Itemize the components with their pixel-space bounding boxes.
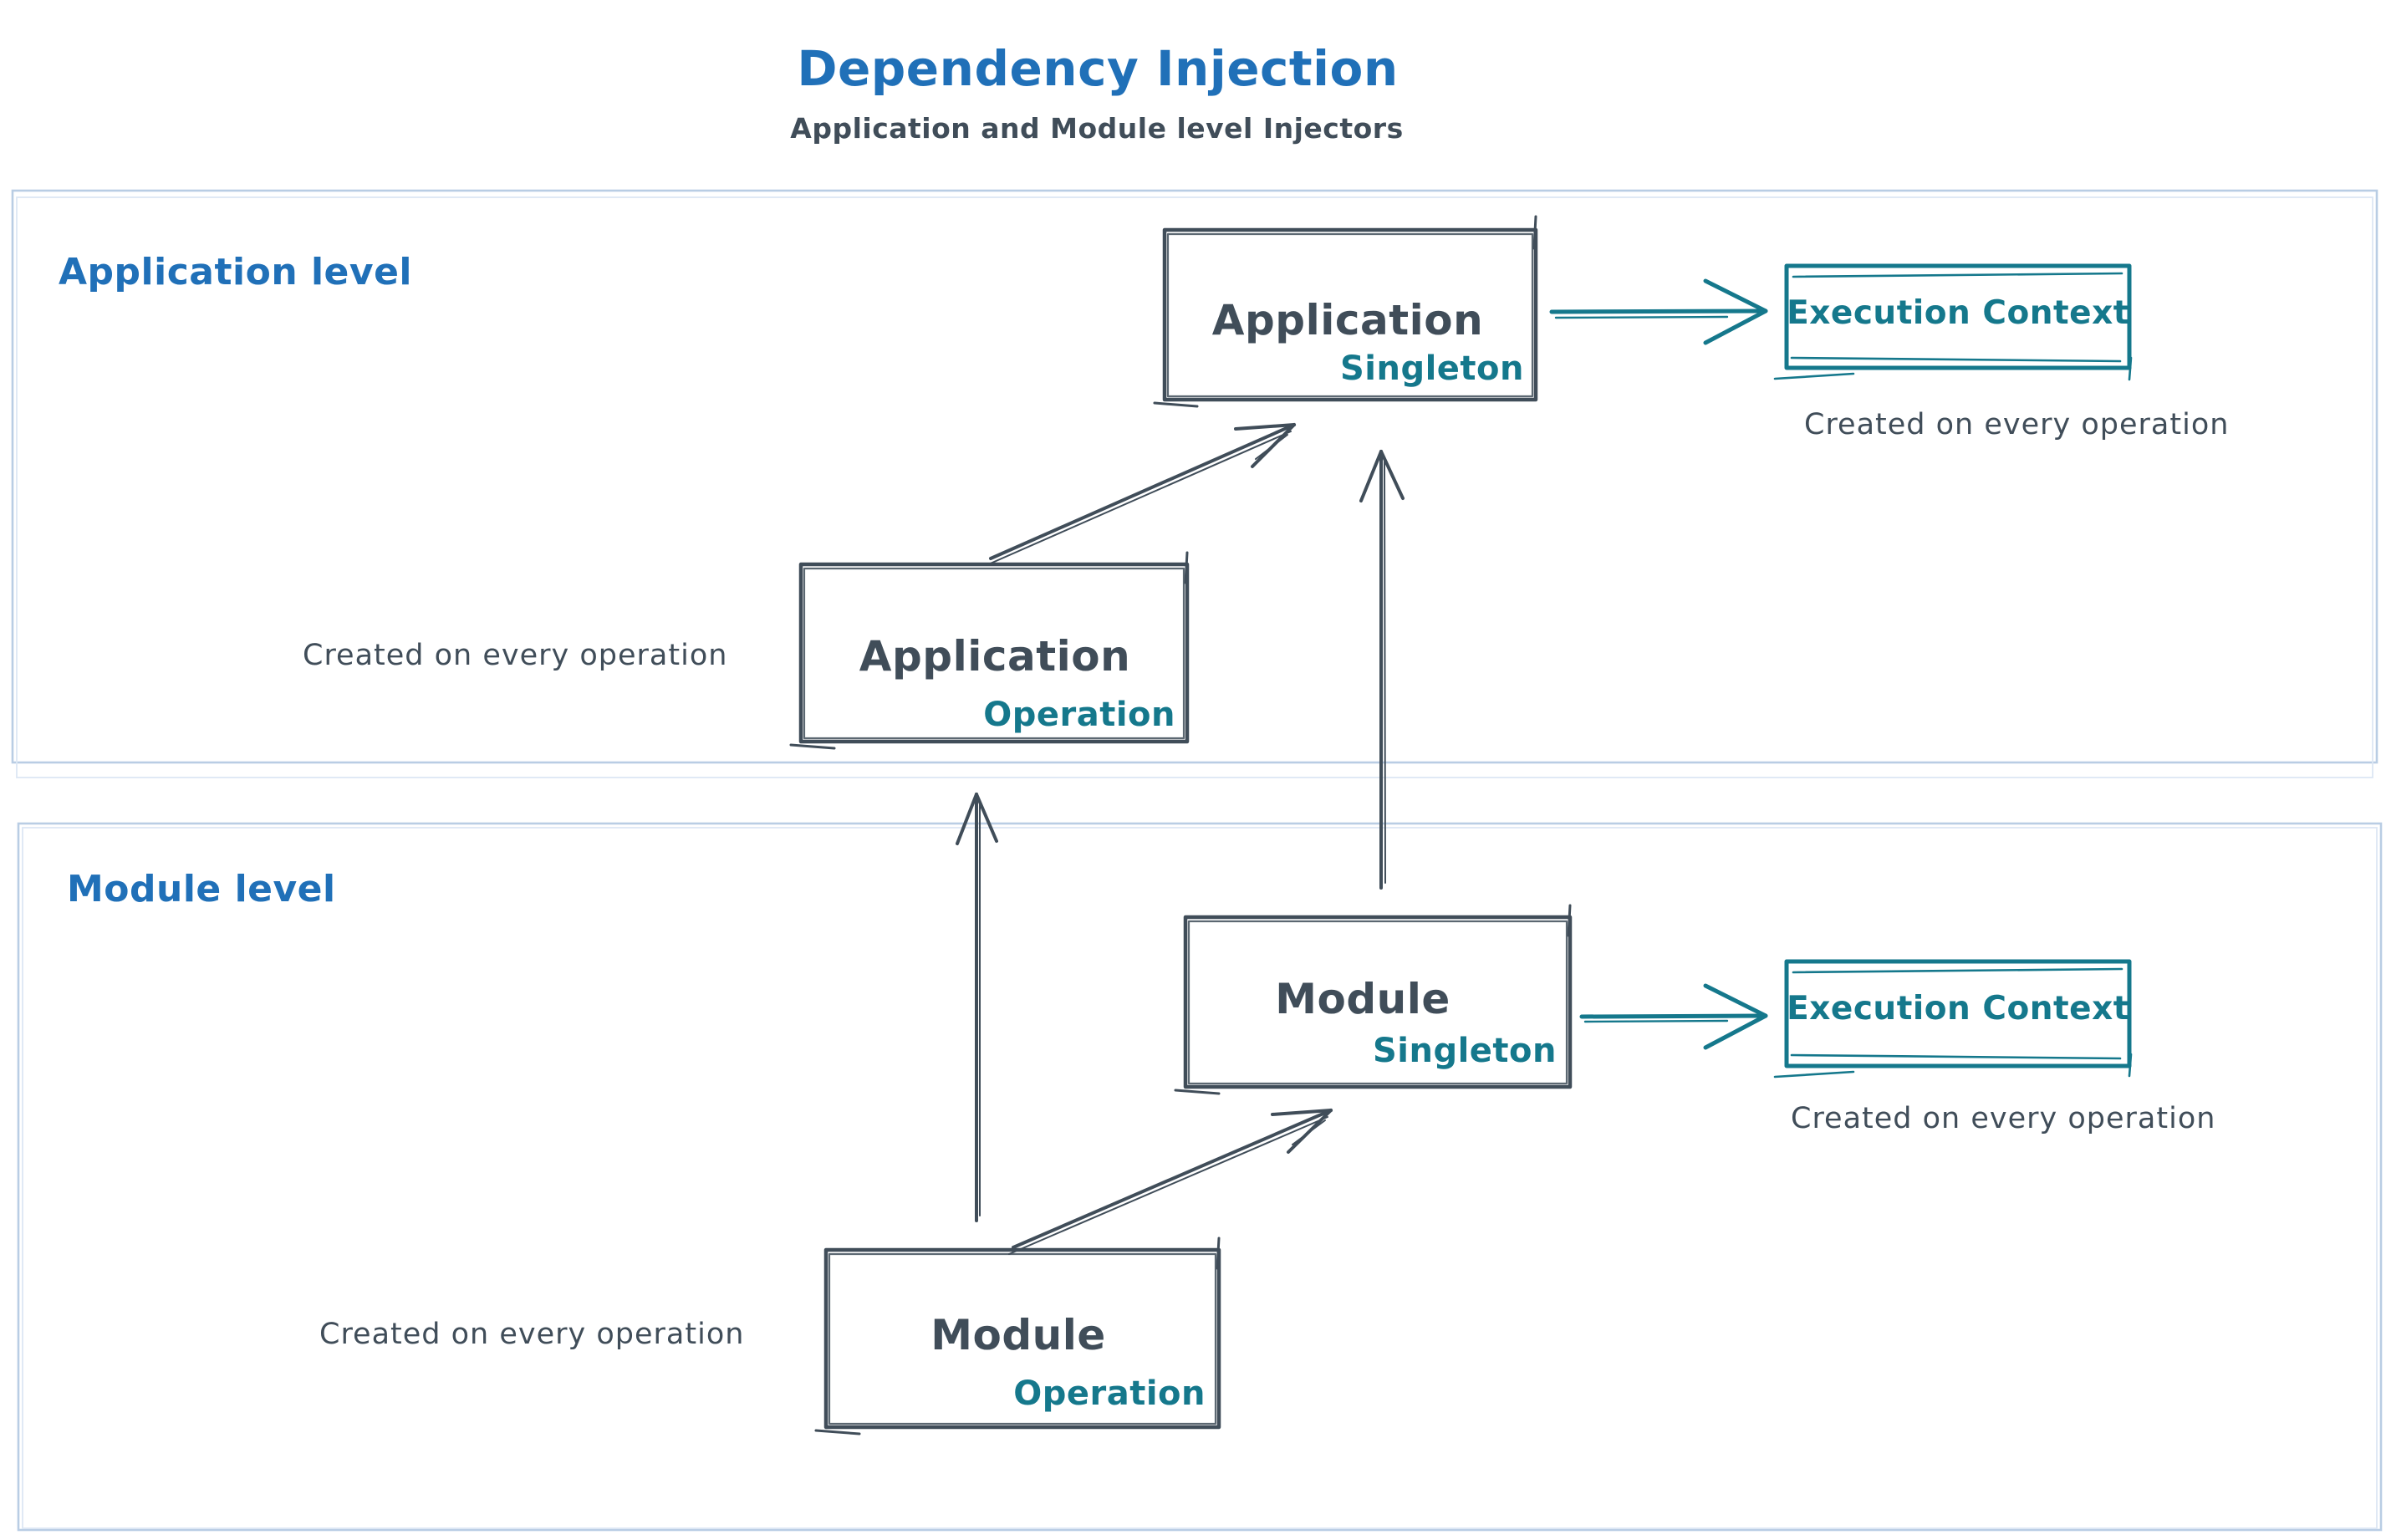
app-operation-tag: Operation [983, 696, 1175, 734]
module-operation-tag: Operation [1013, 1374, 1206, 1413]
app-operation-name: Application [859, 632, 1131, 681]
module-singleton-box [1174, 904, 1573, 1095]
module-execution-context-label: Execution Context [1787, 990, 2129, 1028]
arrow-module-operation-to-app-operation [956, 793, 998, 1222]
module-section-frame [17, 822, 2383, 1532]
app-singleton-box [1153, 215, 1538, 408]
app-operation-box [789, 551, 1190, 750]
app-singleton-tag: Singleton [1339, 349, 1524, 388]
arrow-app-operation-to-app-singleton [986, 423, 1296, 566]
arrow-module-singleton-to-execution-context [1579, 983, 1768, 1050]
page-subtitle: Application and Module level Injectors [790, 112, 1404, 145]
arrow-module-singleton-to-app-singleton [1359, 450, 1405, 890]
module-operation-name: Module [930, 1311, 1106, 1359]
app-operation-caption: Created on every operation [303, 639, 728, 672]
page-title: Dependency Injection [797, 40, 1399, 97]
app-execution-caption: Created on every operation [1804, 408, 2230, 441]
module-level-label: Module level [67, 868, 336, 910]
module-operation-caption: Created on every operation [319, 1318, 745, 1351]
module-singleton-tag: Singleton [1372, 1032, 1557, 1070]
app-execution-context-box [1773, 263, 2133, 381]
module-operation-box [814, 1237, 1221, 1435]
arrow-module-operation-to-module-singleton [1008, 1109, 1333, 1255]
module-singleton-name: Module [1275, 975, 1450, 1023]
application-section-frame [11, 189, 2378, 778]
module-execution-context-box [1773, 959, 2133, 1079]
app-execution-context-label: Execution Context [1787, 294, 2129, 332]
application-level-label: Application level [59, 251, 412, 293]
app-singleton-name: Application [1211, 296, 1484, 344]
module-execution-caption: Created on every operation [1791, 1102, 2216, 1135]
arrow-app-singleton-to-execution-context [1549, 278, 1768, 345]
